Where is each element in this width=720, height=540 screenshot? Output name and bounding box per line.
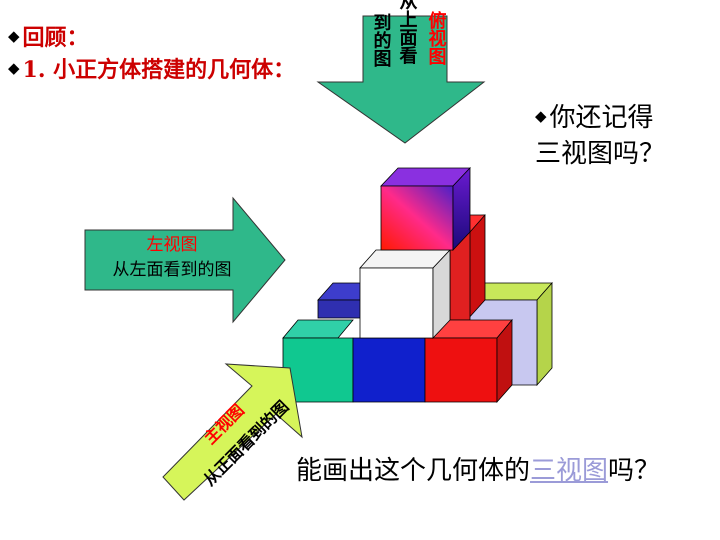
left-view-title: 左视图 xyxy=(147,235,198,255)
recall-question-line2: 三视图吗？ xyxy=(535,139,666,169)
review-label: 回顾： xyxy=(22,25,89,51)
diamond-bullet-icon: ◆ xyxy=(8,27,20,45)
diamond-bullet-icon: ◆ xyxy=(535,107,547,125)
recall-question-line1: 你还记得 xyxy=(549,103,654,133)
cube-stack xyxy=(282,166,553,404)
left-view-arrow xyxy=(84,196,286,324)
top-view-col1: 从上面看 xyxy=(397,0,419,65)
top-view-col2: 到的图 xyxy=(371,13,392,68)
three-views-link[interactable]: 三视图 xyxy=(530,456,609,486)
review-heading: ◆回顾： xyxy=(8,20,89,52)
section-heading-text: 1. 小正方体搭建的几何体： xyxy=(22,57,296,83)
section-heading: ◆1. 小正方体搭建的几何体： xyxy=(8,52,295,84)
top-view-arrow xyxy=(316,15,486,144)
bottom-question-after: 吗？ xyxy=(608,456,661,486)
left-view-subtitle: 从左面看到的图 xyxy=(113,260,232,280)
recall-question: ◆你还记得 三视图吗？ xyxy=(535,98,665,172)
bottom-question-before: 能画出这个几何体的 xyxy=(296,456,531,486)
diamond-bullet-icon: ◆ xyxy=(8,59,20,77)
front-view-arrow xyxy=(162,363,303,501)
bottom-question: 能画出这个几何体的三视图吗？ xyxy=(296,450,660,487)
top-view-title: 俯视图 xyxy=(426,10,447,66)
